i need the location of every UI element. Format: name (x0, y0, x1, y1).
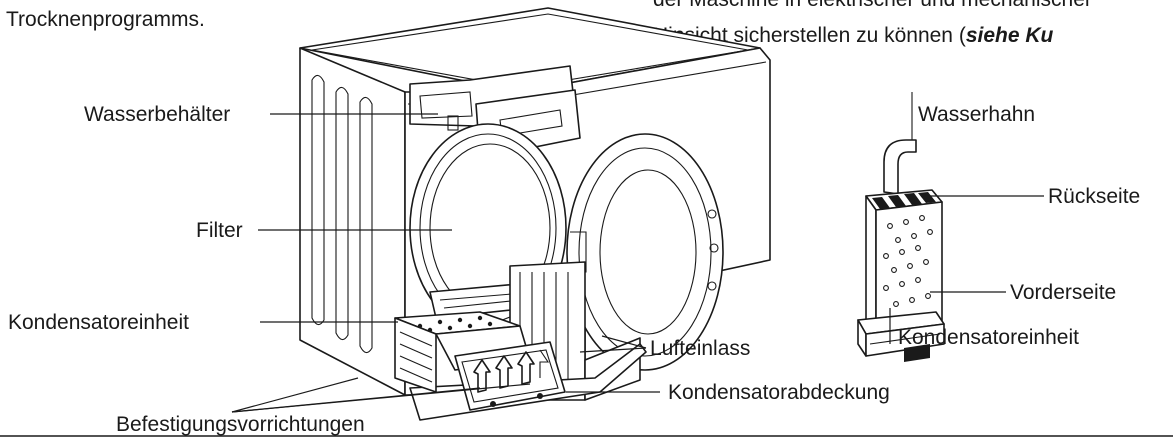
label-fasteners: Befestigungsvorrichtungen (116, 413, 365, 436)
top-right-text-line2-plain: Hinsicht sicherstellen zu können ( (653, 24, 966, 47)
label-back-side: Rückseite (1048, 185, 1140, 208)
label-filter: Filter (196, 219, 243, 242)
condenser-holes (883, 215, 933, 307)
top-left-text: Trocknenprogramms. (6, 8, 205, 31)
condenser-unit-illustration (857, 92, 945, 362)
open-door (566, 133, 724, 371)
label-water-container: Wasserbehälter (84, 103, 230, 126)
label-front-side: Vorderseite (1010, 281, 1116, 304)
dryer-illustration (299, 7, 771, 421)
water-tap-hose (883, 139, 917, 195)
condenser-front-frame (454, 341, 566, 411)
label-condenser-cover: Kondensatorabdeckung (668, 381, 890, 404)
label-air-inlet: Lufteinlass (650, 337, 750, 360)
dryer-side-panel (299, 47, 406, 396)
label-water-tap: Wasserhahn (918, 103, 1035, 126)
top-right-text-line2: Hinsicht sicherstellen zu können (siehe … (653, 24, 1054, 47)
leader-lines (231, 113, 1044, 413)
label-condenser-unit-right: Kondensatoreinheit (898, 326, 1079, 349)
top-right-text-line1: der Maschine in elektrischer und mechani… (653, 0, 1092, 11)
top-right-text-line2-italic: siehe Ku (966, 24, 1054, 47)
label-condenser-unit-left: Kondensatoreinheit (8, 311, 189, 334)
